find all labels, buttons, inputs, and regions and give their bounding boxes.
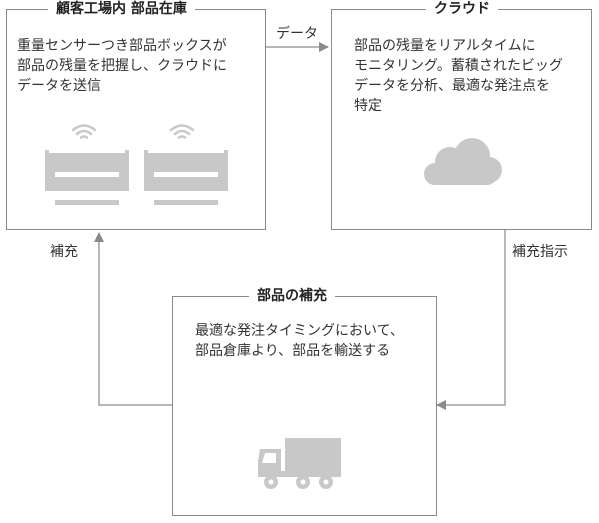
parts-boxes-illustration — [45, 124, 228, 205]
instruction-arrow-label: 補充指示 — [512, 244, 568, 260]
cloud-description-line: モニタリング。蓄積されたビッグ — [354, 58, 563, 74]
replenish-description-line: 最適な発注タイミングにおいて、 — [195, 323, 404, 339]
customer-description-line: 重量センサーつき部品ボックスが — [17, 38, 227, 54]
customer-description-line: データを送信 — [17, 78, 101, 94]
customer-description: 重量センサーつき部品ボックスが 部品の残量を把握し、クラウドに データを送信 — [17, 36, 227, 96]
customer-box-title: 顧客工場内 部品在庫 — [48, 1, 195, 17]
replenish-box-title: 部品の補充 — [249, 288, 335, 304]
cloud-description: 部品の残量をリアルタイムに モニタリング。蓄積されたビッグ データを分析、最適な… — [354, 36, 563, 116]
cloud-description-line: データを分析、最適な発注点を — [354, 78, 550, 94]
wifi-icon — [169, 124, 195, 139]
parts-box-icon — [45, 150, 129, 205]
truck-icon — [258, 438, 341, 489]
cloud-box-title: クラウド — [426, 1, 498, 17]
wifi-icon — [71, 124, 97, 139]
customer-description-line: 部品の残量を把握し、クラウドに — [17, 58, 227, 74]
parts-box-icon — [144, 150, 228, 205]
cloud-icon — [424, 138, 502, 185]
data-arrow-label: データ — [276, 26, 318, 42]
replenish-description-line: 部品倉庫より、部品を輸送する — [195, 343, 391, 359]
replenish-description: 最適な発注タイミングにおいて、 部品倉庫より、部品を輸送する — [195, 321, 404, 361]
cloud-description-line: 部品の残量をリアルタイムに — [354, 38, 536, 54]
parts-replenishment-box: 最適な発注タイミングにおいて、 部品倉庫より、部品を輸送する — [172, 296, 437, 516]
supply-arrow — [94, 232, 172, 406]
cloud-description-line: 特定 — [354, 98, 382, 114]
customer-inventory-box: 重量センサーつき部品ボックスが 部品の残量を把握し、クラウドに データを送信 — [6, 9, 266, 230]
instruction-arrow — [436, 230, 506, 410]
cloud-box: 部品の残量をリアルタイムに モニタリング。蓄積されたビッグ データを分析、最適な… — [331, 9, 592, 230]
supply-arrow-label: 補充 — [50, 244, 78, 260]
